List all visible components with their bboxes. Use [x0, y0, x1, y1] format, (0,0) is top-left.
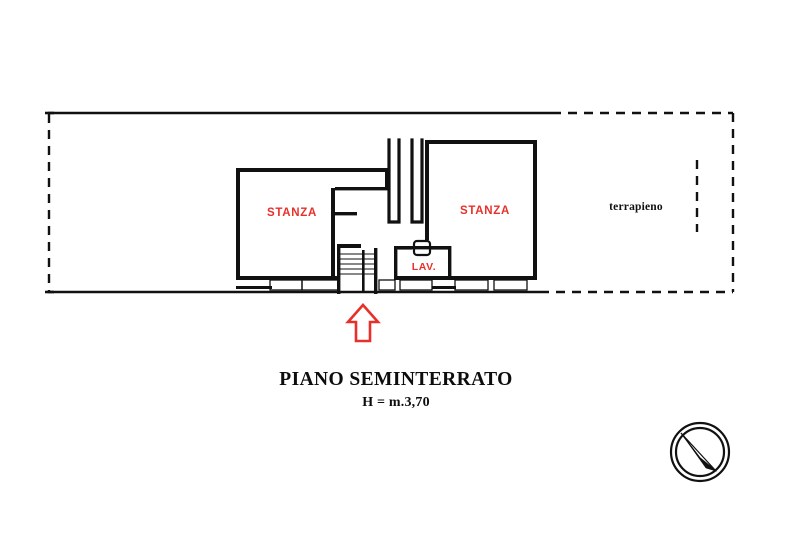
room-label-stanza-left: STANZA	[267, 207, 317, 219]
entrance-arrow-shape	[345, 303, 381, 343]
staircase	[337, 244, 378, 294]
stanza-left-wall-right-upper	[385, 168, 389, 190]
window-opening	[378, 279, 396, 291]
stanza-right-wall-top	[425, 140, 537, 144]
partition-column-left	[387, 138, 401, 224]
window-opening	[399, 279, 433, 291]
lav-wall-top	[394, 246, 451, 250]
compass-inner-ring	[674, 426, 726, 478]
window-opening	[454, 279, 489, 291]
room-label-stanza-right: STANZA	[460, 205, 510, 217]
bottom-wall-openings	[236, 279, 528, 291]
window-opening	[493, 279, 528, 291]
stanza-right-wall-bottom	[451, 276, 537, 280]
plot-boundary	[45, 111, 735, 294]
lav-wall-bottom	[394, 276, 451, 280]
room-stanza-left	[236, 168, 389, 280]
stair-wall-left	[337, 244, 341, 294]
bottom-wall-jog	[236, 286, 272, 289]
room-lavanderia	[394, 239, 451, 280]
stair-wall-right	[374, 248, 378, 294]
stanza-left-partition-stub	[335, 212, 357, 216]
lav-sink-connector	[430, 247, 450, 250]
lav-wall-tick	[398, 247, 412, 250]
bottom-wall-jog	[432, 286, 456, 289]
stair-treads	[340, 253, 377, 275]
stanza-left-wall-bottom	[236, 276, 340, 280]
stanza-right-wall-right	[533, 140, 537, 280]
stair-header-wall	[337, 244, 361, 248]
north-compass	[669, 421, 731, 483]
room-stanza-right	[425, 140, 537, 280]
partition-column-right	[410, 138, 424, 224]
stanza-left-wall-right	[331, 188, 335, 280]
stair-center-rail	[362, 250, 365, 292]
compass-needle-light	[680, 432, 717, 472]
stanza-left-wall-left	[236, 168, 240, 280]
window-opening	[269, 279, 303, 291]
page-subtitle: H = m.3,70	[362, 395, 430, 410]
room-label-lavanderia: LAV.	[412, 261, 437, 273]
compass-outer-ring	[669, 421, 731, 483]
entrance-arrow	[345, 303, 381, 343]
stanza-left-wall-top	[236, 168, 389, 172]
lav-wall-left	[394, 246, 398, 280]
stanza-right-wall-left	[425, 140, 429, 240]
stanza-right-wall-lav-divider	[448, 246, 452, 280]
zone-label-terrapieno: terrapieno	[609, 201, 663, 213]
stanza-left-wall-corridor-top	[335, 187, 389, 191]
window-opening	[301, 279, 339, 291]
central-partitions	[387, 138, 424, 224]
page-title: PIANO SEMINTERRATO	[279, 369, 512, 390]
